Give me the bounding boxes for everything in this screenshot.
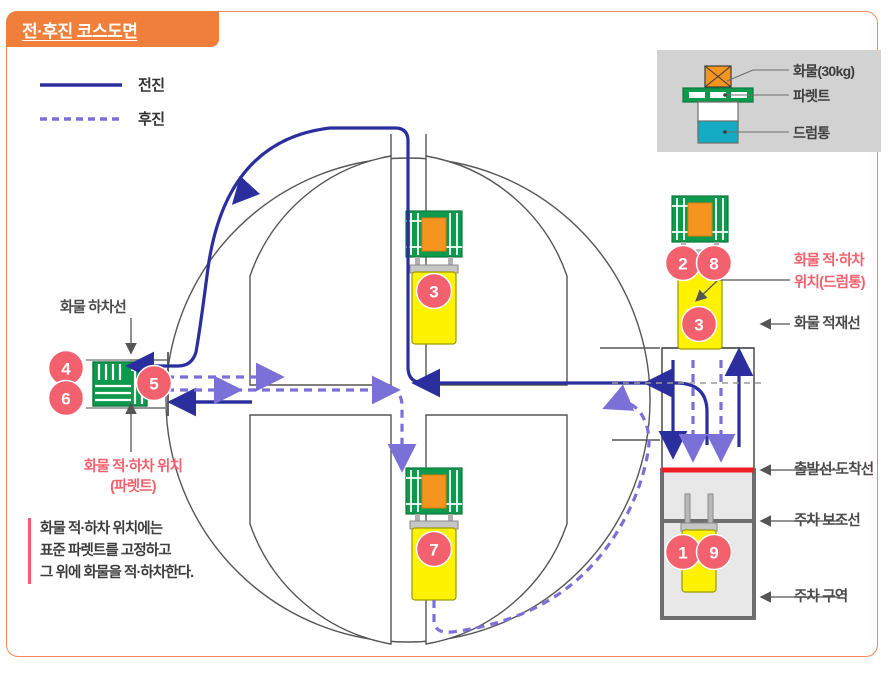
forward-sweep-left — [125, 126, 331, 381]
reverse-center-down — [387, 388, 417, 473]
label-parking-zone: 주차 구역 — [794, 589, 848, 605]
step-marker-label-6: 6 — [61, 390, 70, 409]
reverse-path-group — [166, 360, 736, 634]
legend-reverse-label: 후진 — [138, 111, 165, 128]
step-marker-label-5: 5 — [149, 375, 158, 394]
track-quadrant-bottom-left — [249, 414, 392, 645]
step-marker-label-7: 7 — [429, 541, 438, 560]
track-quadrant-top-left — [249, 155, 392, 386]
reverse-bottom-sweep — [432, 384, 651, 634]
forward-top-vertical — [330, 126, 410, 273]
label-pallet-position-line2: (파렛트) — [110, 479, 156, 495]
page-frame — [6, 11, 878, 657]
step-marker-label-1: 1 — [678, 544, 687, 563]
label-load-line: 화물 적재선 — [794, 316, 861, 332]
step-marker-9 — [695, 533, 733, 571]
note-line-3: 그 위에 화물을 적·하차한다. — [40, 565, 194, 582]
label-start-finish-line: 출발선·도착선 — [794, 462, 874, 478]
label-pallet-position-line1: 화물 적·하차 위치 — [83, 459, 183, 475]
legend-item-pallet-label: 파렛트 — [793, 88, 830, 104]
step-marker-label-3: 3 — [429, 283, 438, 302]
track-exits — [130, 347, 660, 441]
legend-box-icons — [682, 65, 789, 144]
page-title-tab: 전·후진 코스도면 — [6, 11, 219, 47]
forward-center-turn — [406, 273, 425, 385]
step-marker-3 — [415, 272, 453, 310]
step-markers: 1 9 2 8 3 3 7 4 6 5 — [47, 244, 733, 571]
note-line-1: 화물 적·하차 위치에는 — [40, 521, 163, 537]
step-marker-label-3: 3 — [694, 316, 703, 335]
step-marker-label-4: 4 — [61, 360, 71, 379]
legend-item-drum-label: 드럼통 — [793, 125, 830, 141]
step-marker-label-8: 8 — [709, 255, 718, 274]
label-drum-position-line1: 화물 적·하차 — [794, 253, 865, 269]
callout-leaders — [125, 279, 840, 603]
label-parking-guide-line: 주차 보조선 — [794, 513, 861, 529]
step-marker-label-2: 2 — [678, 255, 687, 274]
step-marker-6 — [47, 379, 85, 417]
step-marker-7 — [415, 530, 453, 568]
label-unload-line: 화물 하차선 — [60, 300, 127, 316]
step-marker-8 — [695, 244, 733, 282]
note-box: 화물 적·하차 위치에는 표준 파렛트를 고정하고 그 위에 화물을 적·하차한… — [28, 518, 258, 585]
page-title: 전·후진 코스도면 — [22, 21, 138, 41]
step-marker-3 — [680, 305, 718, 343]
legend-box: 화물(30kg) 파렛트 드럼통 — [657, 50, 881, 152]
forward-curve-right — [643, 368, 709, 445]
legend-forward-label: 전진 — [138, 77, 165, 94]
step-marker-5 — [135, 364, 173, 402]
legend-item-cargo-label: 화물(30kg) — [793, 63, 855, 79]
label-drum-position-line2: 위치(드럼통) — [794, 275, 866, 291]
note-line-2: 표준 파렛트를 고정하고 — [40, 543, 172, 560]
forward-sweep-arrow — [231, 175, 261, 205]
cross-corridor-walls — [390, 134, 427, 156]
step-marker-label-9: 9 — [709, 544, 718, 563]
